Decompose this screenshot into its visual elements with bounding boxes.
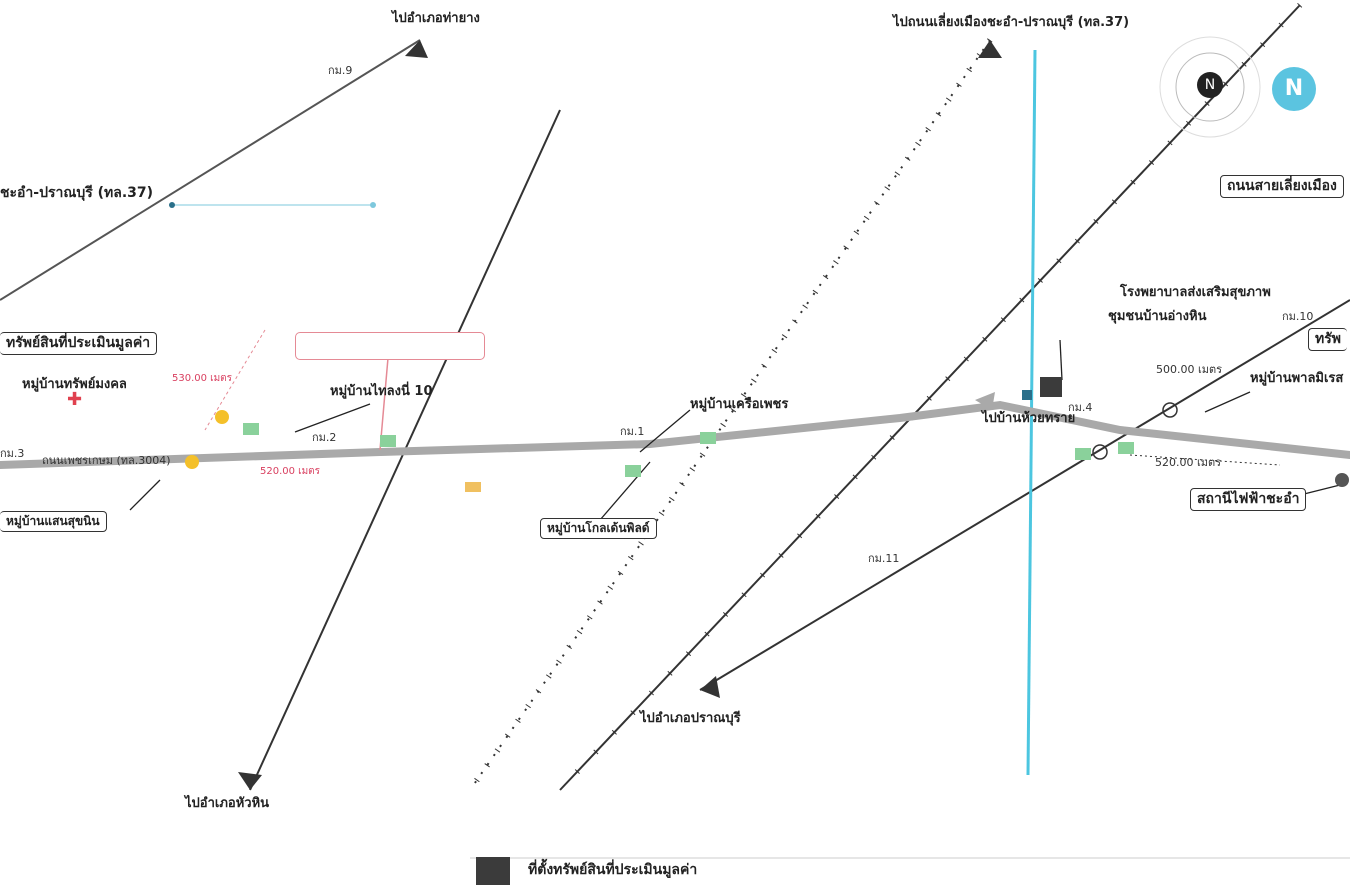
- circle-marker: [1162, 402, 1178, 418]
- label-village-khao-sam-mongkol: หมู่บ้านทรัพย์มงคล: [22, 377, 127, 392]
- label-km2: กม.2: [312, 431, 337, 444]
- railway-line: [469, 39, 991, 791]
- arrow-tha-yang: [405, 40, 428, 58]
- blue-marker: [1022, 390, 1032, 400]
- building-icon: [243, 423, 259, 435]
- label-hospital-line2: ชุมชนบ้านอ่างหิน: [1108, 309, 1207, 324]
- label-bypass-right: ถนนสายเลี่ยงเมือง: [1220, 175, 1344, 199]
- label-km9: กม.9: [328, 64, 353, 77]
- building-icon: [625, 465, 641, 477]
- circle-marker: [1092, 444, 1108, 460]
- label-village-klang-sawat: หมู่บ้านโกลเด้นพิลด์: [540, 518, 657, 540]
- arrow-hua-hin: [238, 772, 262, 790]
- building-icon: [380, 435, 396, 447]
- building-icon: [465, 482, 481, 492]
- label-hospital-line1: โรงพยาบาลส่งเสริมสุขภาพ: [1120, 285, 1271, 300]
- label-petchkasem: ถนนเพชรเกษม (ทล.3004): [42, 454, 171, 467]
- label-village-saen-suk: หมู่บ้านแสนสุขนิน: [0, 511, 107, 533]
- road-to-pranburi: [699, 299, 1350, 691]
- building-icon: [700, 432, 716, 444]
- label-village-kaew-phet: หมู่บ้านเครือเพชร: [690, 397, 789, 412]
- label-to-ban-huai-sai: ไปบ้านห้วยทราย: [982, 411, 1076, 426]
- leader-kaew-phet: [639, 409, 691, 453]
- label-dist-520-right: 520.00 เมตร: [1155, 456, 1222, 469]
- dot-bypass-right: [370, 202, 376, 208]
- hospital-cross-icon: ✚: [67, 389, 83, 410]
- arrow-pranburi: [700, 676, 720, 698]
- arrow-bypass-top: [978, 40, 1002, 58]
- circle-marker: [1335, 473, 1349, 487]
- label-dist-520-left: 520.00 เมตร: [260, 466, 321, 477]
- label-village-right: หมู่บ้านพาลมิเรส: [1250, 371, 1344, 386]
- pink-highlight-box: [295, 332, 485, 360]
- fuel-pin-icon: [215, 410, 229, 424]
- dist-line-right: [1129, 454, 1281, 466]
- label-to-hua-hin: ไปอำเภอหัวหิน: [185, 796, 270, 811]
- label-km11: กม.11: [868, 552, 900, 565]
- leader-saen-suk: [129, 479, 161, 511]
- label-bypass-left: ชะอำ-ปราณบุรี (ทล.37): [0, 185, 154, 201]
- label-dist-500: 500.00 เมตร: [1156, 363, 1223, 376]
- label-to-tha-yang: ไปอำเภอท่ายาง: [392, 11, 480, 26]
- leader-power: [1299, 484, 1341, 496]
- arrow-huai-sai: [975, 392, 995, 410]
- label-to-bypass-top: ไปถนนเลี่ยงเมืองชะอำ-ปราณบุรี (ทล.37): [893, 15, 1130, 30]
- label-km4: กม.4: [1068, 401, 1093, 414]
- north-arrow-icon: N: [1272, 67, 1316, 111]
- leader-village-right: [1204, 391, 1251, 413]
- label-power-station: สถานีไฟฟ้าชะอำ: [1190, 488, 1307, 512]
- label-dist-530: 530.00 เมตร: [172, 373, 233, 384]
- railway-right: [559, 4, 1301, 791]
- compass-ring: [1175, 52, 1245, 122]
- property-marker: [1040, 377, 1062, 397]
- compass-ring: [1159, 36, 1261, 138]
- label-valued-property-left: ทรัพย์สินที่ประเมินมูลค่า: [0, 332, 158, 356]
- label-km3: กม.3: [0, 447, 25, 460]
- leader-hospital: [1059, 339, 1063, 381]
- pink-leader: [379, 357, 389, 451]
- label-km10: กม.10: [1282, 310, 1314, 323]
- dot-bypass-left: [169, 202, 175, 208]
- legend-label: ที่ตั้งทรัพย์สินที่ประเมินมูลค่า: [528, 862, 698, 878]
- fuel-pin-icon: [185, 455, 199, 469]
- label-valued-property-right: ทรัพ: [1308, 328, 1347, 352]
- leader-klang-sawat: [599, 461, 651, 521]
- label-village-rachadi: หมู่บ้านไทลงนี่ 10: [330, 384, 433, 399]
- label-to-pranburi: ไปอำเภอปราณบุรี: [640, 711, 741, 726]
- compass-icon: N: [1197, 72, 1223, 98]
- building-icon: [1118, 442, 1134, 454]
- road-tha-yang: [0, 39, 421, 301]
- legend-swatch: [476, 857, 510, 885]
- leader-rachadi: [294, 403, 371, 433]
- building-icon: [1075, 448, 1091, 460]
- label-km1: กม.1: [620, 425, 645, 438]
- main-road-petchkasem: [0, 400, 1350, 469]
